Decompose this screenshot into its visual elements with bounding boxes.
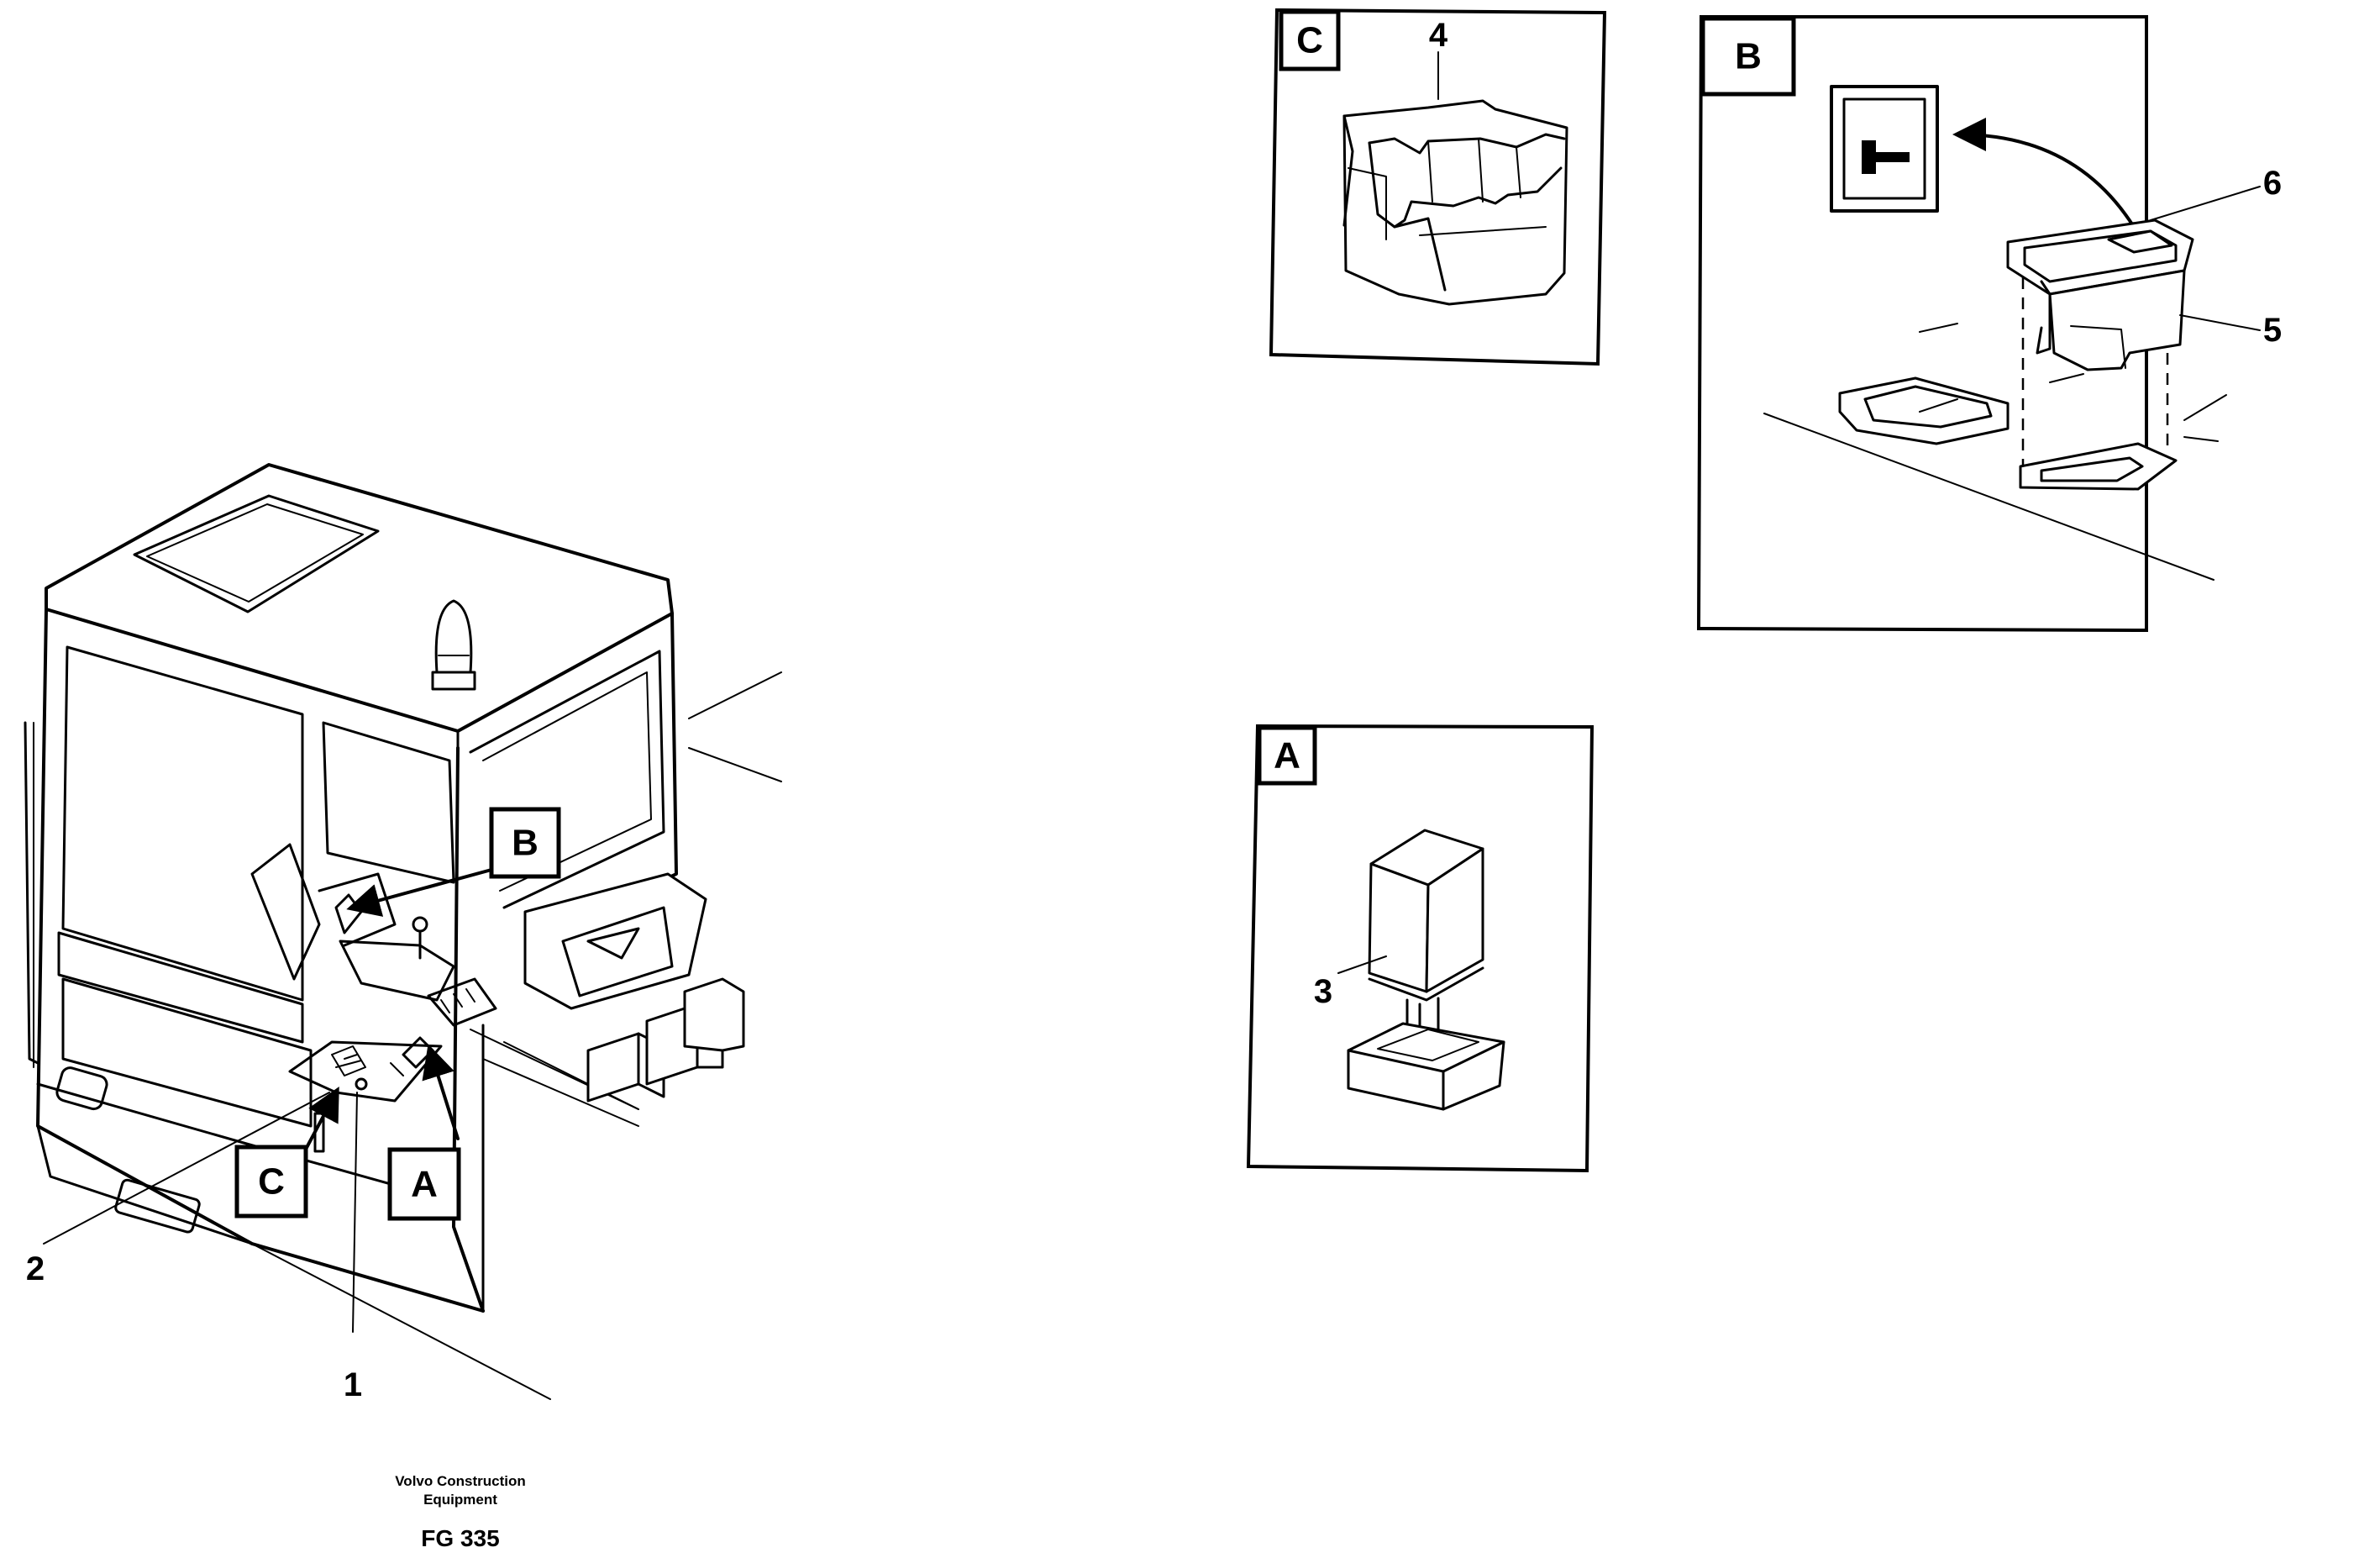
detail-panel-c: C 4: [1269, 8, 1607, 366]
part-number-5: 5: [2263, 312, 2282, 349]
maker-line-2: Equipment: [423, 1492, 497, 1508]
callout-c-main: C: [234, 1145, 308, 1219]
footer: Volvo Construction Equipment FG 335: [395, 1473, 526, 1551]
detail-a-label: A: [1274, 735, 1300, 776]
symbol-plate: [1830, 85, 1939, 213]
operator-seat: [250, 843, 321, 981]
part-number-3: 3: [1314, 973, 1332, 1010]
figure-code: FG 335: [421, 1525, 499, 1551]
cab-illustration: [24, 463, 782, 1400]
part-number-2: 2: [26, 1250, 45, 1287]
arrow-to-b: [346, 868, 493, 917]
joystick: [334, 893, 363, 934]
hammer-icon: [1862, 140, 1910, 174]
cab-roof: [45, 463, 674, 733]
door-window: [322, 721, 455, 884]
part-number-1: 1: [344, 1366, 362, 1403]
cab-lamp: [55, 1066, 108, 1111]
maker-line-1: Volvo Construction: [395, 1473, 526, 1489]
relay-component: [1347, 829, 1505, 1111]
detail-c-label: C: [1296, 20, 1323, 61]
callout-c-main-label: C: [258, 1161, 285, 1203]
callout-b-main: B: [489, 807, 561, 879]
callout-a-main: A: [387, 1147, 461, 1221]
step-plate: [114, 1178, 201, 1234]
callout-a-main-label: A: [411, 1164, 438, 1205]
part-number-4: 4: [1429, 17, 1448, 54]
part-number-6: 6: [2263, 165, 2282, 202]
front-window: [61, 645, 304, 1002]
curved-arrow: [1952, 118, 2136, 229]
rotating-beacon-icon: [431, 599, 476, 691]
detail-b-label: B: [1735, 36, 1762, 77]
cable-clip: [1342, 99, 1568, 306]
arrow-to-a: [422, 1044, 460, 1140]
relay-block-group: [586, 977, 745, 1103]
detail-panel-a: A 3: [1246, 724, 1595, 1173]
fuse-box: [288, 1040, 443, 1103]
detail-panel-b: B: [1696, 15, 2282, 633]
callout-b-main-label: B: [512, 823, 539, 864]
rocker-switch: [2006, 218, 2194, 371]
side-console: [523, 872, 707, 1010]
roof-hatch: [133, 494, 380, 613]
switch-panel: [427, 977, 497, 1027]
arrow-to-c: [301, 1086, 339, 1157]
